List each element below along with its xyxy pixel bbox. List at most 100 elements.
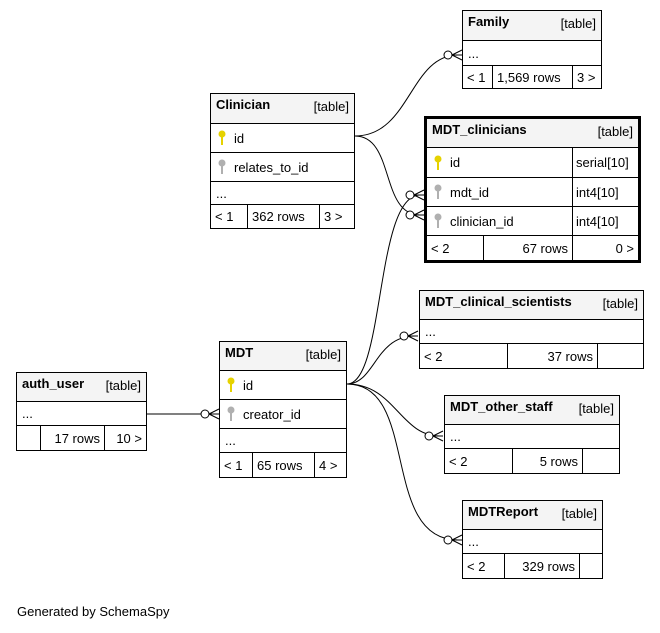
columns-placeholder: ... (420, 320, 643, 344)
optional-marker (405, 190, 415, 200)
column-name: creator_id (243, 406, 301, 422)
table-name: Family (468, 14, 510, 29)
columns-placeholder: ... (17, 402, 146, 426)
parent-count[interactable]: < 2 (463, 554, 505, 578)
table-stats: < 1 362 rows 3 > (211, 205, 354, 228)
row-count: 5 rows (513, 449, 583, 473)
parent-count[interactable]: < 1 (463, 66, 493, 88)
column-type: int4[10] (572, 207, 638, 235)
table-name: auth_user (22, 376, 85, 391)
column-row[interactable]: clinician_id int4[10] (427, 207, 638, 236)
generator-credit: Generated by SchemaSpy (17, 604, 170, 619)
row-count: 329 rows (505, 554, 580, 578)
table-mdt-clinical-scientists[interactable]: MDT_clinical_scientists [table] ... < 2 … (419, 290, 644, 369)
primary-key-icon (218, 130, 226, 145)
edge-clinician-mdt-clinicians (354, 135, 421, 216)
table-stats: < 2 5 rows (445, 449, 619, 473)
table-header: MDT_clinicians [table] (427, 119, 638, 148)
foreign-key-icon (227, 406, 235, 421)
column-name: id (450, 155, 461, 170)
row-count: 362 rows (248, 205, 320, 228)
crowsfoot-marker (208, 408, 220, 420)
row-count: 65 rows (253, 453, 315, 477)
table-header: auth_user [table] (17, 373, 146, 402)
table-mdt-other-staff[interactable]: MDT_other_staff [table] ... < 2 5 rows (444, 395, 620, 474)
table-header: MDT_clinical_scientists [table] (420, 291, 643, 320)
child-count[interactable]: 3 > (324, 209, 343, 224)
crowsfoot-marker (413, 209, 425, 221)
parent-count[interactable]: < 1 (220, 453, 253, 477)
foreign-key-icon (434, 213, 442, 228)
primary-key-icon (227, 377, 235, 392)
optional-marker (443, 535, 453, 545)
table-kind: [table] (597, 124, 633, 139)
table-name: MDT_other_staff (450, 399, 553, 414)
table-mdtreport[interactable]: MDTReport [table] ... < 2 329 rows (462, 500, 603, 579)
child-count (583, 449, 619, 473)
column-row[interactable]: id serial[10] (427, 148, 638, 178)
optional-marker (443, 50, 453, 60)
foreign-key-icon (218, 159, 226, 174)
child-count[interactable]: 10 > (116, 430, 142, 446)
row-count: 1,569 rows (493, 66, 573, 88)
table-stats: < 2 37 rows (420, 344, 643, 368)
columns-placeholder: ... (211, 182, 354, 205)
table-family[interactable]: Family [table] ... < 1 1,569 rows 3 > (462, 10, 602, 89)
table-name: MDT_clinicians (432, 122, 527, 137)
table-kind: [table] (105, 378, 141, 393)
table-header: MDT [table] (220, 342, 346, 371)
table-stats: < 1 65 rows 4 > (220, 453, 346, 477)
table-kind: [table] (560, 16, 596, 31)
optional-marker (399, 331, 409, 341)
table-name: Clinician (216, 97, 271, 112)
parent-count[interactable]: < 1 (211, 205, 248, 228)
table-kind: [table] (578, 401, 614, 416)
foreign-key-icon (434, 184, 442, 199)
table-header: Clinician [table] (211, 94, 354, 124)
optional-marker (424, 431, 434, 441)
table-stats: < 2 329 rows (463, 554, 602, 578)
child-count[interactable]: 4 > (319, 457, 338, 473)
table-kind: [table] (313, 99, 349, 114)
column-name: relates_to_id (234, 159, 309, 175)
parent-count[interactable]: < 2 (445, 449, 513, 473)
column-type: serial[10] (572, 148, 638, 177)
table-stats: < 1 1,569 rows 3 > (463, 66, 601, 88)
column-row[interactable]: id (211, 124, 354, 153)
table-mdt[interactable]: MDT [table] id creator_id ... < 1 65 row… (219, 341, 347, 478)
parent-count (17, 426, 41, 450)
table-kind: [table] (602, 296, 638, 311)
columns-placeholder: ... (463, 41, 601, 66)
edge-clinician-family (354, 54, 459, 137)
columns-placeholder: ... (445, 425, 619, 449)
row-count: 67 rows (484, 236, 573, 260)
child-count (598, 344, 643, 368)
column-type: int4[10] (572, 178, 638, 206)
column-row[interactable]: mdt_id int4[10] (427, 178, 638, 207)
table-header: MDTReport [table] (463, 501, 602, 530)
table-name: MDT (225, 345, 254, 360)
table-name: MDT_clinical_scientists (425, 294, 572, 309)
columns-placeholder: ... (220, 429, 346, 453)
table-mdt-clinicians[interactable]: MDT_clinicians [table] id serial[10] mdt… (424, 116, 641, 263)
table-stats: < 2 67 rows 0 > (427, 236, 638, 260)
crowsfoot-marker (451, 49, 463, 61)
parent-count[interactable]: < 2 (420, 344, 508, 368)
crowsfoot-marker (407, 330, 419, 342)
columns-placeholder: ... (463, 530, 602, 554)
column-row[interactable]: creator_id (220, 400, 346, 429)
row-count: 37 rows (508, 344, 598, 368)
table-auth-user[interactable]: auth_user [table] ... 17 rows 10 > (16, 372, 147, 451)
child-count[interactable]: 0 > (615, 240, 634, 256)
table-clinician[interactable]: Clinician [table] id relates_to_id ... <… (210, 93, 355, 229)
edge-mdt-clinical-scientists (346, 335, 416, 385)
child-count[interactable]: 3 > (577, 69, 596, 85)
column-name: mdt_id (450, 184, 490, 200)
column-name: clinician_id (450, 213, 514, 229)
parent-count[interactable]: < 2 (427, 236, 484, 260)
crowsfoot-marker (413, 189, 425, 201)
column-row[interactable]: relates_to_id (211, 153, 354, 182)
column-row[interactable]: id (220, 371, 346, 400)
